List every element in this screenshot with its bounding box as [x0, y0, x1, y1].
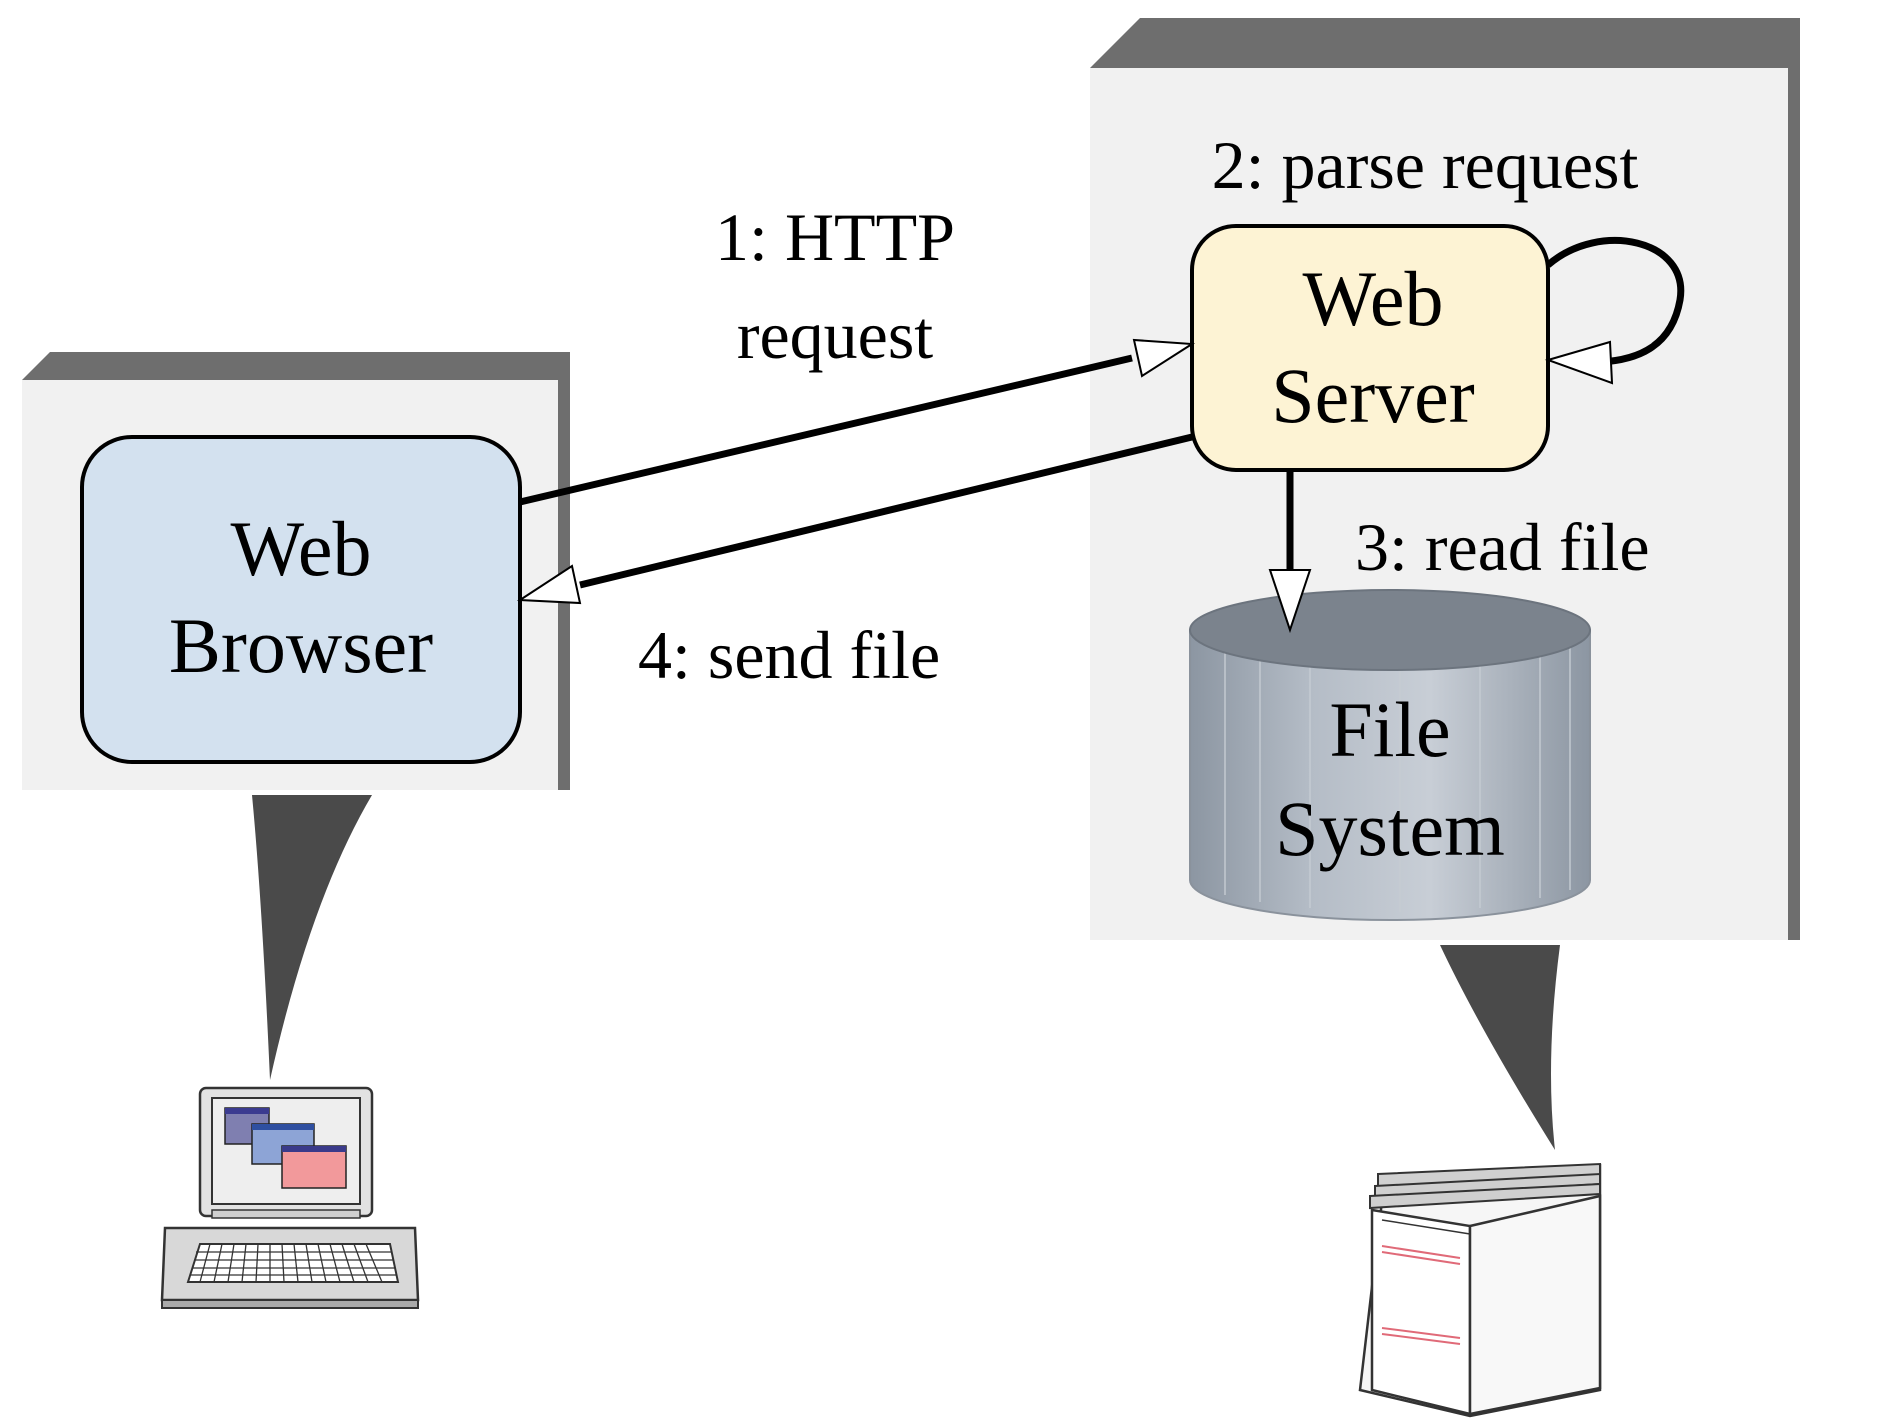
parse-request-loop-arrowhead [1544, 340, 1614, 385]
step3-label: 3: read file [1355, 509, 1650, 585]
server-tower-icon [1358, 1162, 1602, 1418]
desktop-computer-icon [160, 1086, 420, 1309]
web-browser-label-line2: Browser [169, 602, 433, 689]
client-callout-pointer [252, 795, 372, 1080]
web-browser-label-line1: Web [231, 505, 372, 592]
file-system-label-line1: File [1329, 686, 1450, 773]
send-file-arrowhead [516, 564, 582, 605]
file-system-label-line2: System [1275, 785, 1505, 872]
send-file-arrow [579, 433, 1193, 589]
file-system-cylinder: File System [1189, 589, 1591, 921]
web-server-label-line1: Web [1303, 255, 1444, 342]
web-browser-box: Web Browser [80, 435, 522, 764]
step1-label-line1: 1: HTTP [715, 199, 955, 275]
step1-label-line2: request [737, 297, 933, 373]
web-server-box: Web Server [1190, 224, 1550, 472]
parse-request-loop-arrow [1545, 237, 1685, 366]
server-callout-pointer [1440, 945, 1560, 1150]
step4-label: 4: send file [638, 617, 940, 693]
step2-label: 2: parse request [1212, 127, 1639, 203]
read-file-arrowhead [1268, 569, 1312, 634]
web-server-label-line2: Server [1271, 352, 1475, 439]
http-request-arrowhead [1132, 338, 1196, 378]
http-request-arrow [519, 354, 1133, 506]
